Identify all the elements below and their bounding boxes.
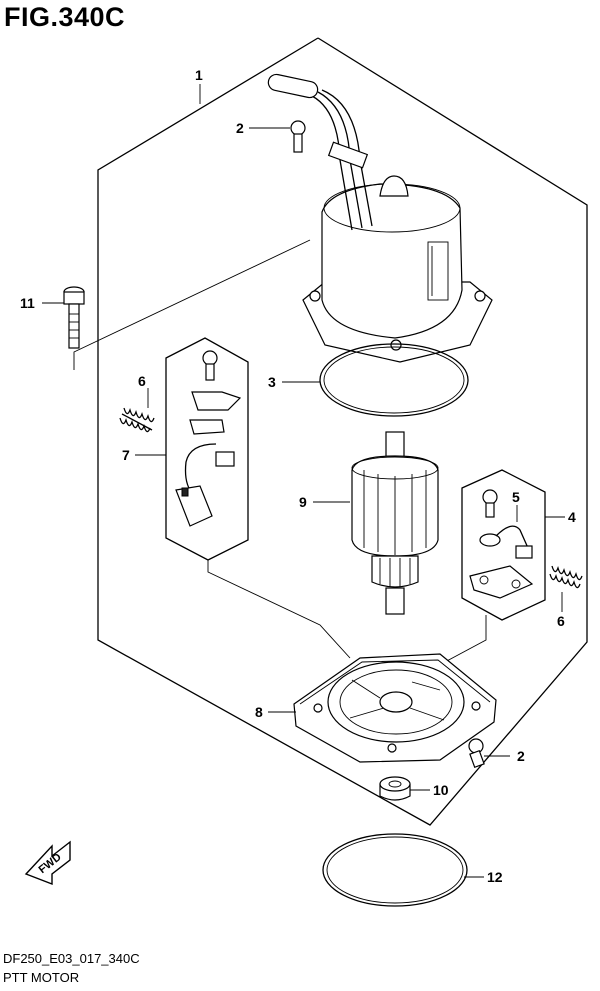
callout-11: 11	[20, 295, 35, 311]
callout-leaders	[42, 84, 565, 878]
assembly-outline	[97, 37, 588, 826]
motor-housing	[267, 73, 493, 363]
drawing-name: PTT MOTOR	[3, 970, 80, 985]
screw-lower	[468, 738, 485, 769]
callout-8: 8	[255, 704, 263, 720]
screw-top	[290, 120, 306, 153]
fwd-arrow-icon: FWD	[24, 840, 71, 886]
callout-5: 5	[512, 489, 520, 505]
motor-base	[293, 653, 497, 763]
callout-7: 7	[122, 447, 130, 463]
bushing	[379, 776, 411, 801]
callout-3: 3	[268, 374, 276, 390]
leader-brush-to-base	[207, 560, 351, 659]
bolt-long	[63, 286, 85, 349]
leader-terminal-to-base	[429, 615, 487, 671]
callout-12: 12	[487, 869, 503, 885]
o-ring-lower	[322, 833, 468, 907]
o-ring-lower-inner	[326, 836, 464, 904]
figure-title: FIG.340C	[4, 2, 126, 32]
o-ring-upper-inner	[323, 346, 465, 414]
terminal-plate-box	[461, 469, 546, 621]
callout-2-top: 2	[236, 120, 244, 136]
callout-10: 10	[433, 782, 449, 798]
o-ring-upper	[319, 343, 469, 417]
brush-holder-parts-left	[175, 350, 242, 527]
callout-1: 1	[195, 67, 203, 83]
callout-6-right: 6	[557, 613, 565, 629]
terminal-plate-parts	[469, 489, 534, 599]
brush-holder-box	[165, 337, 249, 561]
callout-9: 9	[299, 494, 307, 510]
callout-6-left: 6	[138, 373, 146, 389]
spring-left	[119, 407, 155, 433]
assembly-outline-left-leader	[73, 239, 311, 370]
armature	[351, 431, 439, 615]
callout-4: 4	[568, 509, 576, 525]
spring-right	[549, 565, 583, 589]
callout-2-lower: 2	[517, 748, 525, 764]
drawing-code: DF250_E03_017_340C	[3, 951, 140, 966]
